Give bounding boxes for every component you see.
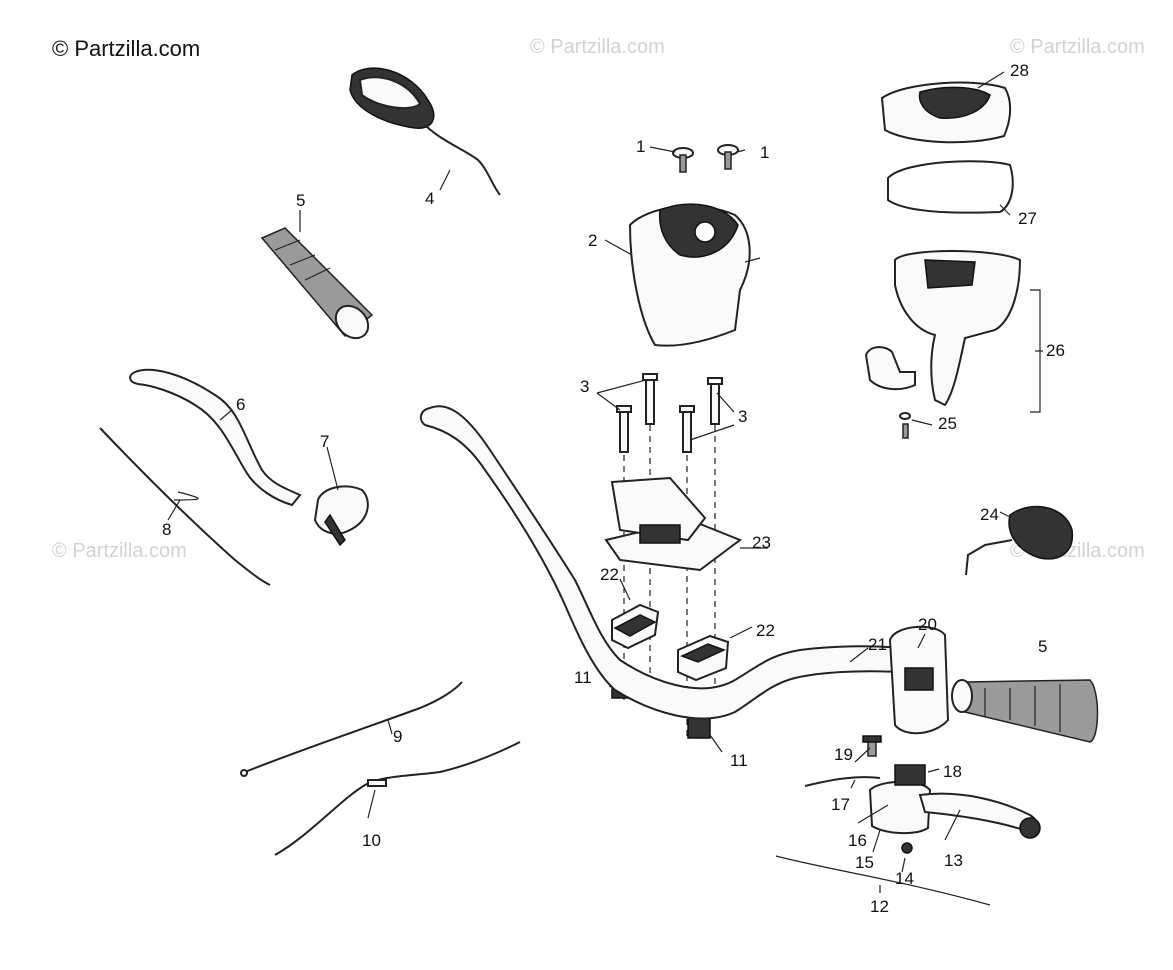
- copyright-notice: © Partzilla.com: [52, 36, 201, 61]
- watermark: © Partzilla.com: [530, 36, 665, 58]
- callout-label: 3: [738, 407, 747, 426]
- part-headlight-cover[interactable]: [628, 203, 761, 347]
- callout-label: 8: [162, 520, 171, 539]
- part-lever-bracket[interactable]: [313, 485, 369, 547]
- callout-label: 18: [943, 762, 962, 781]
- callout-label: 15: [855, 853, 874, 872]
- part-screw-small[interactable]: [901, 842, 913, 854]
- part-grip-right[interactable]: [951, 679, 1099, 743]
- callout-label: 13: [944, 851, 963, 870]
- part-cable-brake[interactable]: [274, 741, 521, 856]
- callout-label: 3: [580, 377, 589, 396]
- part-bolt[interactable]: [616, 405, 632, 453]
- callout-label: 11: [730, 751, 748, 770]
- part-throttle-housing[interactable]: [864, 250, 1022, 407]
- part-clutch-lever[interactable]: [129, 368, 302, 507]
- part-throttle-cover[interactable]: [880, 81, 1012, 144]
- callout-label: 26: [1046, 341, 1065, 360]
- callout-label: 9: [393, 727, 402, 746]
- part-screw-washer[interactable]: [899, 412, 911, 439]
- callout-label: 11: [574, 668, 592, 687]
- part-bolt[interactable]: [642, 373, 658, 425]
- part-screw[interactable]: [717, 144, 739, 170]
- callout-label: 17: [831, 795, 850, 814]
- part-handlebar-clamp[interactable]: [604, 476, 743, 572]
- callout-label: 28: [1010, 61, 1029, 80]
- callout-label: 21: [868, 635, 887, 654]
- callout-label: 22: [756, 621, 775, 640]
- watermark: © Partzilla.com: [1010, 36, 1145, 58]
- callout-label: 22: [600, 565, 619, 584]
- part-bolt[interactable]: [707, 377, 723, 425]
- callout-label: 27: [1018, 209, 1037, 228]
- part-switch-housing[interactable]: [888, 625, 950, 735]
- part-lower-clamp[interactable]: [687, 717, 711, 739]
- watermark: © Partzilla.com: [52, 540, 187, 562]
- part-clamp-cap[interactable]: [611, 603, 660, 650]
- callout-label: 10: [362, 831, 381, 850]
- part-cable-clutch[interactable]: [99, 427, 271, 586]
- callout-label: 14: [895, 869, 914, 888]
- part-bolt[interactable]: [679, 405, 695, 453]
- callout-label: 4: [425, 189, 434, 208]
- callout-label: 1: [760, 143, 769, 162]
- part-handlebar[interactable]: [419, 405, 901, 720]
- callout-label: 23: [752, 533, 771, 552]
- callout-label: 5: [296, 191, 305, 210]
- callout-label: 7: [320, 432, 329, 451]
- callout-label: 2: [588, 231, 597, 250]
- part-mirror-right[interactable]: [965, 505, 1074, 576]
- callout-label: 25: [938, 414, 957, 433]
- part-cable-throttle[interactable]: [240, 681, 463, 777]
- callout-label: 6: [236, 395, 245, 414]
- part-brake-lever-assembly[interactable]: [804, 764, 1041, 839]
- part-clamp-cap[interactable]: [677, 634, 730, 682]
- callout-label: 12: [870, 897, 889, 916]
- callout-label: 5: [1038, 637, 1047, 656]
- callout-label: 16: [848, 831, 867, 850]
- callout-label: 1: [636, 137, 645, 156]
- part-screw[interactable]: [672, 147, 694, 173]
- part-bolt-small[interactable]: [862, 735, 882, 757]
- part-mirror-left[interactable]: [349, 67, 501, 196]
- callout-label: 19: [834, 745, 853, 764]
- callout-label: 20: [918, 615, 937, 634]
- callout-label: 24: [980, 505, 999, 524]
- part-throttle-gasket[interactable]: [887, 160, 1014, 214]
- part-grip-left[interactable]: [260, 227, 375, 345]
